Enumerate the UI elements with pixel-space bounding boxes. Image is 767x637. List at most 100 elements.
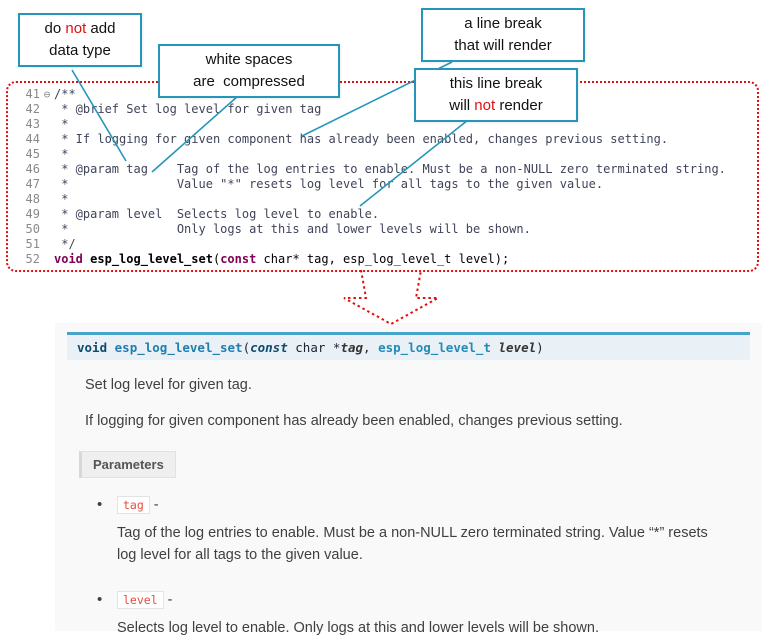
param-separator: - [167, 591, 173, 608]
param-head: • tag - [97, 496, 762, 515]
code-line[interactable]: 43 * [10, 117, 755, 132]
code-line-text: * @param level Selects log level to enab… [54, 207, 380, 221]
code-area[interactable]: 41 ⊖ /** 42 * @brief Set log level for g… [10, 87, 755, 267]
line-number: 43 [25, 117, 40, 131]
sig-plain [107, 340, 115, 355]
gutter-spacer [40, 192, 54, 207]
code-line-text: /** [54, 87, 76, 101]
sig-keyword: void [77, 340, 108, 355]
sig-plain: ) [536, 340, 544, 355]
code-line-text: */ [54, 237, 76, 251]
sig-function-name: esp_log_level_set [114, 340, 243, 355]
code-line[interactable]: 46 * @param tag Tag of the log entries t… [10, 162, 755, 177]
code-line-text: void esp_log_level_set(const char* tag, … [54, 252, 509, 267]
code-line-text: * @brief Set log level for given tag [54, 102, 322, 116]
code-line[interactable]: 48 * [10, 192, 755, 207]
gutter-spacer [40, 252, 54, 267]
code-function-name: esp_log_level_set [90, 252, 213, 266]
callout-text-part: do [44, 20, 66, 37]
line-number: 42 [25, 102, 40, 116]
gutter-spacer [40, 237, 54, 252]
code-line[interactable]: 47 * Value "*" resets log level for all … [10, 177, 755, 192]
gutter-spacer [40, 207, 54, 222]
callout-text: a line break [464, 15, 542, 32]
gutter-spacer [40, 177, 54, 192]
rendered-doc: void esp_log_level_set(const char *tag, … [55, 323, 762, 636]
code-line[interactable]: 50 * Only logs at this and lower levels … [10, 222, 755, 237]
sig-plain: , [363, 340, 379, 355]
code-line-text: * Only logs at this and lower levels wil… [54, 222, 531, 236]
line-number: 49 [25, 207, 40, 221]
bullet-icon: • [97, 590, 103, 608]
line-number: 50 [25, 222, 40, 236]
code-keyword: void [54, 252, 83, 266]
param-list: • tag - Tag of the log entries to enable… [55, 496, 762, 637]
param-name-tag: tag [117, 496, 150, 515]
callout-no-datatype: do not add data type [18, 13, 142, 67]
sig-keyword-const: const [250, 340, 288, 355]
gutter-spacer [40, 162, 54, 177]
line-number: 48 [25, 192, 40, 206]
brief-description: Set log level for given tag. [85, 377, 252, 393]
code-plain: ( [212, 252, 221, 266]
code-line-declaration[interactable]: 52 void esp_log_level_set(const char* ta… [10, 252, 755, 267]
callout-text-part: add [86, 20, 116, 37]
sig-plain [491, 340, 499, 355]
code-line-text: * Value "*" resets log level for all tag… [54, 177, 604, 191]
param-desc-tag: Tag of the log entries to enable. Must b… [117, 525, 708, 563]
code-line[interactable]: 49 * @param level Selects log level to e… [10, 207, 755, 222]
callout-text: this line break [449, 75, 543, 92]
code-line[interactable]: 44 * If logging for given component has … [10, 132, 755, 147]
line-number: 45 [25, 147, 40, 161]
callout-text: white spaces [205, 51, 293, 68]
callout-whitespace: white spaces are compressed [158, 44, 340, 98]
callout-text: do not add [26, 18, 134, 40]
callout-text: that will render [454, 36, 552, 54]
sig-plain: ( [242, 340, 251, 355]
gutter-spacer [40, 147, 54, 162]
code-plain: char* tag, esp_log_level_t level); [256, 252, 510, 266]
code-line-text: * @param tag Tag of the log entries to e… [54, 162, 726, 176]
function-signature: void esp_log_level_set(const char *tag, … [67, 332, 750, 360]
line-number: 52 [25, 252, 40, 266]
code-keyword: const [220, 252, 257, 266]
callout-text-part: render [495, 96, 543, 114]
code-line[interactable]: 51 */ [10, 237, 755, 252]
gutter-spacer [40, 102, 54, 117]
callout-text-part: will [449, 96, 475, 114]
parameters-heading: Parameters [79, 451, 176, 479]
param-item-level: • level - Selects log level to enable. O… [97, 590, 762, 637]
code-line[interactable]: 42 * @brief Set log level for given tag [10, 102, 755, 117]
sig-type: esp_log_level_t [378, 340, 491, 355]
sig-arg-level: level [498, 340, 537, 355]
code-line-text: * [54, 192, 69, 206]
gutter-spacer [40, 222, 54, 237]
bullet-icon: • [97, 496, 103, 514]
line-number: 46 [25, 162, 40, 176]
fold-collapse-icon[interactable]: ⊖ [43, 88, 51, 101]
callout-text-red: not [65, 20, 87, 37]
code-editor: 41 ⊖ /** 42 * @brief Set log level for g… [6, 81, 759, 272]
callout-text: data type [49, 41, 111, 59]
callout-line-break-renders: a line break that will render [421, 8, 585, 62]
callout-text: are compressed [193, 72, 305, 90]
detail-description: If logging for given component has alrea… [85, 413, 623, 430]
callout-text-red: not [474, 96, 496, 114]
sig-plain: char * [287, 340, 341, 355]
param-item-tag: • tag - Tag of the log entries to enable… [97, 496, 762, 567]
code-line-text: * If logging for given component has alr… [54, 132, 669, 146]
line-number: 51 [25, 237, 40, 251]
render-arrow-icon [343, 269, 439, 326]
callout-line-break-not-render: this line break will not render [414, 68, 578, 122]
callout-text: will not render [422, 95, 570, 117]
line-number: 47 [25, 177, 40, 191]
gutter-spacer [40, 132, 54, 147]
code-line-text: * [54, 147, 69, 161]
param-desc-level: Selects log level to enable. Only logs a… [117, 619, 599, 636]
param-head: • level - [97, 590, 762, 609]
line-number: 44 [25, 132, 40, 146]
code-line[interactable]: 45 * [10, 147, 755, 162]
line-number: 41 [25, 87, 40, 101]
code-line[interactable]: 41 ⊖ /** [10, 87, 755, 102]
